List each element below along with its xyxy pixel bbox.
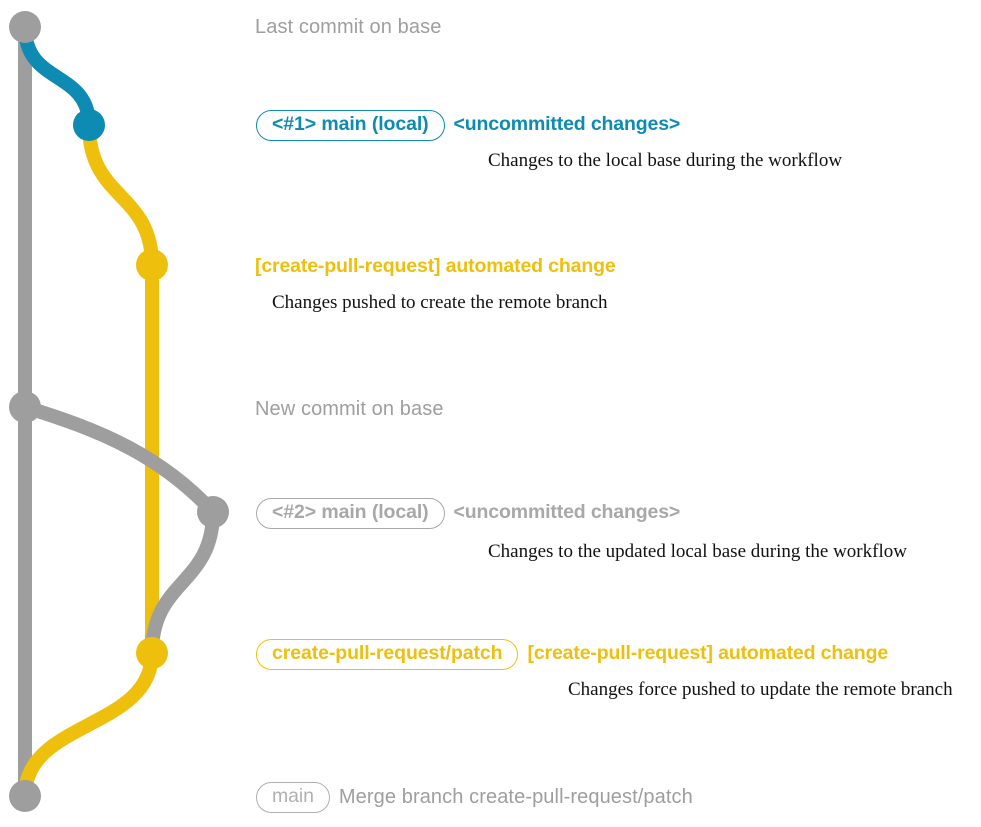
edge-base-to-local-1: [18, 20, 96, 132]
edge-new-base-to-local-2: [18, 400, 220, 519]
commit-node-local-2[interactable]: [197, 496, 229, 528]
ref-badge[interactable]: <#1> main (local): [256, 109, 445, 141]
ref-badge[interactable]: create-pull-request/patch: [256, 638, 519, 670]
commit-subject: Last commit on base: [255, 16, 442, 38]
commit-row-head: main Merge branch create-pull-request/pat…: [0, 780, 981, 814]
edge-local-1-to-patch-create: [82, 118, 159, 272]
commit-row: <#1> main (local) <uncommitted changes> Ch…: [0, 108, 981, 170]
edge-patch-force-to-merge: [18, 646, 159, 803]
commit-note: Changes pushed to create the remote bran…: [272, 292, 608, 313]
commit-node-last-base[interactable]: [9, 11, 41, 43]
commit-subject: <uncommitted changes>: [453, 113, 681, 136]
commit-note: Changes to the local base during the wor…: [488, 150, 843, 171]
commit-row: main Merge branch create-pull-request/pat…: [0, 780, 981, 814]
commit-node-local-1[interactable]: [73, 109, 105, 141]
commit-row: Last commit on base: [0, 10, 981, 44]
commit-row-head: <#1> main (local) <uncommitted changes>: [0, 108, 981, 142]
ref-badge[interactable]: main: [256, 781, 330, 813]
commit-row-head: Last commit on base: [0, 10, 981, 44]
commit-subject: New commit on base: [255, 398, 444, 420]
commit-subject: [create-pull-request] automated change: [527, 642, 889, 665]
commit-node-patch-create[interactable]: [136, 249, 168, 281]
commit-subject: [create-pull-request] automated change: [255, 255, 616, 278]
commit-row: <#2> main (local) <uncommitted changes> Ch…: [0, 496, 981, 561]
commit-node-merge[interactable]: [9, 780, 41, 812]
commit-row-head: [create-pull-request] automated change: [0, 250, 981, 284]
commit-note: Changes to the updated local base during…: [488, 541, 907, 562]
commit-row-head: create-pull-request/patch [create-pull-re…: [0, 637, 981, 671]
edge-local-2-to-patch-force: [145, 505, 220, 660]
commit-row: create-pull-request/patch [create-pull-re…: [0, 637, 981, 699]
commit-row-head: <#2> main (local) <uncommitted changes>: [0, 496, 981, 530]
ref-badge[interactable]: <#2> main (local): [256, 497, 445, 529]
commit-node-patch-force[interactable]: [136, 637, 168, 669]
commit-subject: <uncommitted changes>: [453, 501, 681, 524]
commit-node-new-base[interactable]: [9, 391, 41, 423]
commit-row-head: New commit on base: [0, 392, 981, 426]
commit-note: Changes force pushed to update the remot…: [568, 679, 953, 700]
commit-row: New commit on base: [0, 392, 981, 426]
commit-subject: Merge branch create-pull-request/patch: [338, 786, 693, 808]
